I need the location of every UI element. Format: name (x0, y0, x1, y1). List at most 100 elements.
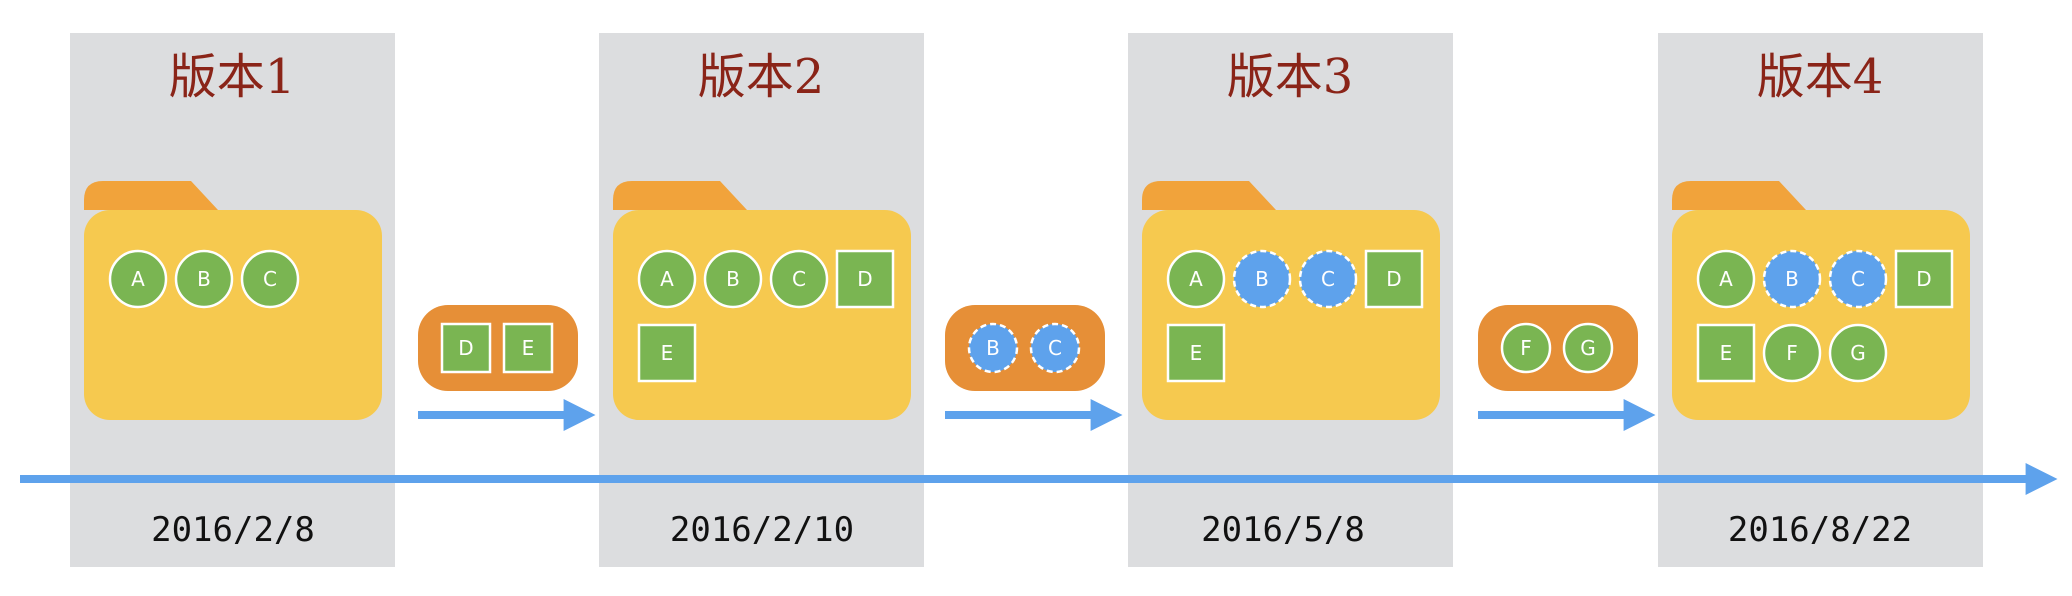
item-c-circle: C (1029, 322, 1081, 374)
item-b-circle: B (1762, 249, 1822, 309)
item-circle (1166, 249, 1226, 309)
item-d-square: D (440, 322, 492, 374)
item-label: E (1190, 341, 1203, 365)
item-c-circle: C (240, 249, 300, 309)
item-square (1166, 323, 1226, 383)
version-title: 版本4 (1757, 49, 1884, 105)
item-label: C (1321, 267, 1335, 291)
item-circle (637, 249, 697, 309)
item-circle (1029, 322, 1081, 374)
version-date: 2016/8/22 (1728, 510, 1912, 550)
item-a-circle: A (1696, 249, 1756, 309)
item-label: D (857, 267, 872, 291)
item-label: E (661, 341, 674, 365)
item-label: G (1580, 336, 1596, 360)
version-date: 2016/2/10 (670, 510, 854, 550)
folder-contents: A B C D E (637, 249, 895, 383)
item-label: B (726, 267, 740, 291)
item-label: D (1386, 267, 1401, 291)
item-square (835, 249, 895, 309)
item-label: C (1048, 336, 1062, 360)
item-circle (967, 322, 1019, 374)
item-label: B (1255, 267, 1269, 291)
folder-contents: A B C (108, 249, 300, 309)
item-circle (1500, 322, 1552, 374)
item-c-circle: C (769, 249, 829, 309)
item-b-circle: B (1232, 249, 1292, 309)
item-label: A (131, 267, 145, 291)
item-e-square: E (1696, 323, 1756, 383)
version-column-4: 版本4 A B C D E F G 2016/8/22 (1658, 33, 1983, 567)
item-label: A (1189, 267, 1203, 291)
item-label: C (792, 267, 806, 291)
item-label: C (263, 267, 277, 291)
item-circle (174, 249, 234, 309)
item-c-circle: C (1828, 249, 1888, 309)
item-b-circle: B (174, 249, 234, 309)
item-b-circle: B (967, 322, 1019, 374)
item-circle (769, 249, 829, 309)
item-circle (108, 249, 168, 309)
item-f-circle: F (1500, 322, 1552, 374)
item-square (440, 322, 492, 374)
item-a-circle: A (108, 249, 168, 309)
version-column-3: 版本3 A B C D E 2016/5/8 (1128, 33, 1453, 567)
item-label: A (1719, 267, 1733, 291)
item-label: A (660, 267, 674, 291)
item-label: B (197, 267, 211, 291)
item-e-square: E (1166, 323, 1226, 383)
item-square (1894, 249, 1954, 309)
version-column-2: 版本2 A B C D E 2016/2/10 (599, 33, 924, 567)
item-label: F (1520, 336, 1532, 360)
item-f-circle: F (1762, 323, 1822, 383)
item-a-circle: A (637, 249, 697, 309)
item-circle (1762, 323, 1822, 383)
item-c-circle: C (1298, 249, 1358, 309)
item-circle (1232, 249, 1292, 309)
item-a-circle: A (1166, 249, 1226, 309)
item-d-square: D (1364, 249, 1424, 309)
item-circle (1828, 323, 1888, 383)
item-d-square: D (1894, 249, 1954, 309)
item-square (502, 322, 554, 374)
item-label: E (1720, 341, 1733, 365)
version-title: 版本3 (1227, 49, 1354, 105)
item-circle (1298, 249, 1358, 309)
folder-contents: A B C D E F G (1696, 249, 1954, 383)
item-label: C (1851, 267, 1865, 291)
item-e-square: E (637, 323, 697, 383)
version-date: 2016/5/8 (1201, 510, 1365, 550)
item-b-circle: B (703, 249, 763, 309)
item-circle (1562, 322, 1614, 374)
item-square (1364, 249, 1424, 309)
item-d-square: D (835, 249, 895, 309)
version-title: 版本2 (698, 49, 825, 105)
version-title: 版本1 (169, 49, 296, 105)
item-square (1696, 323, 1756, 383)
item-label: E (522, 336, 535, 360)
item-circle (703, 249, 763, 309)
item-circle (240, 249, 300, 309)
item-label: B (986, 336, 1000, 360)
item-label: D (1916, 267, 1931, 291)
item-square (637, 323, 697, 383)
item-circle (1828, 249, 1888, 309)
item-label: B (1785, 267, 1799, 291)
item-circle (1696, 249, 1756, 309)
version-column-1: 版本1 A B C 2016/2/8 (70, 33, 395, 567)
item-g-circle: G (1828, 323, 1888, 383)
item-label: G (1850, 341, 1866, 365)
item-label: D (458, 336, 473, 360)
item-label: F (1786, 341, 1798, 365)
item-e-square: E (502, 322, 554, 374)
item-circle (1762, 249, 1822, 309)
version-date: 2016/2/8 (151, 510, 315, 550)
item-g-circle: G (1562, 322, 1614, 374)
